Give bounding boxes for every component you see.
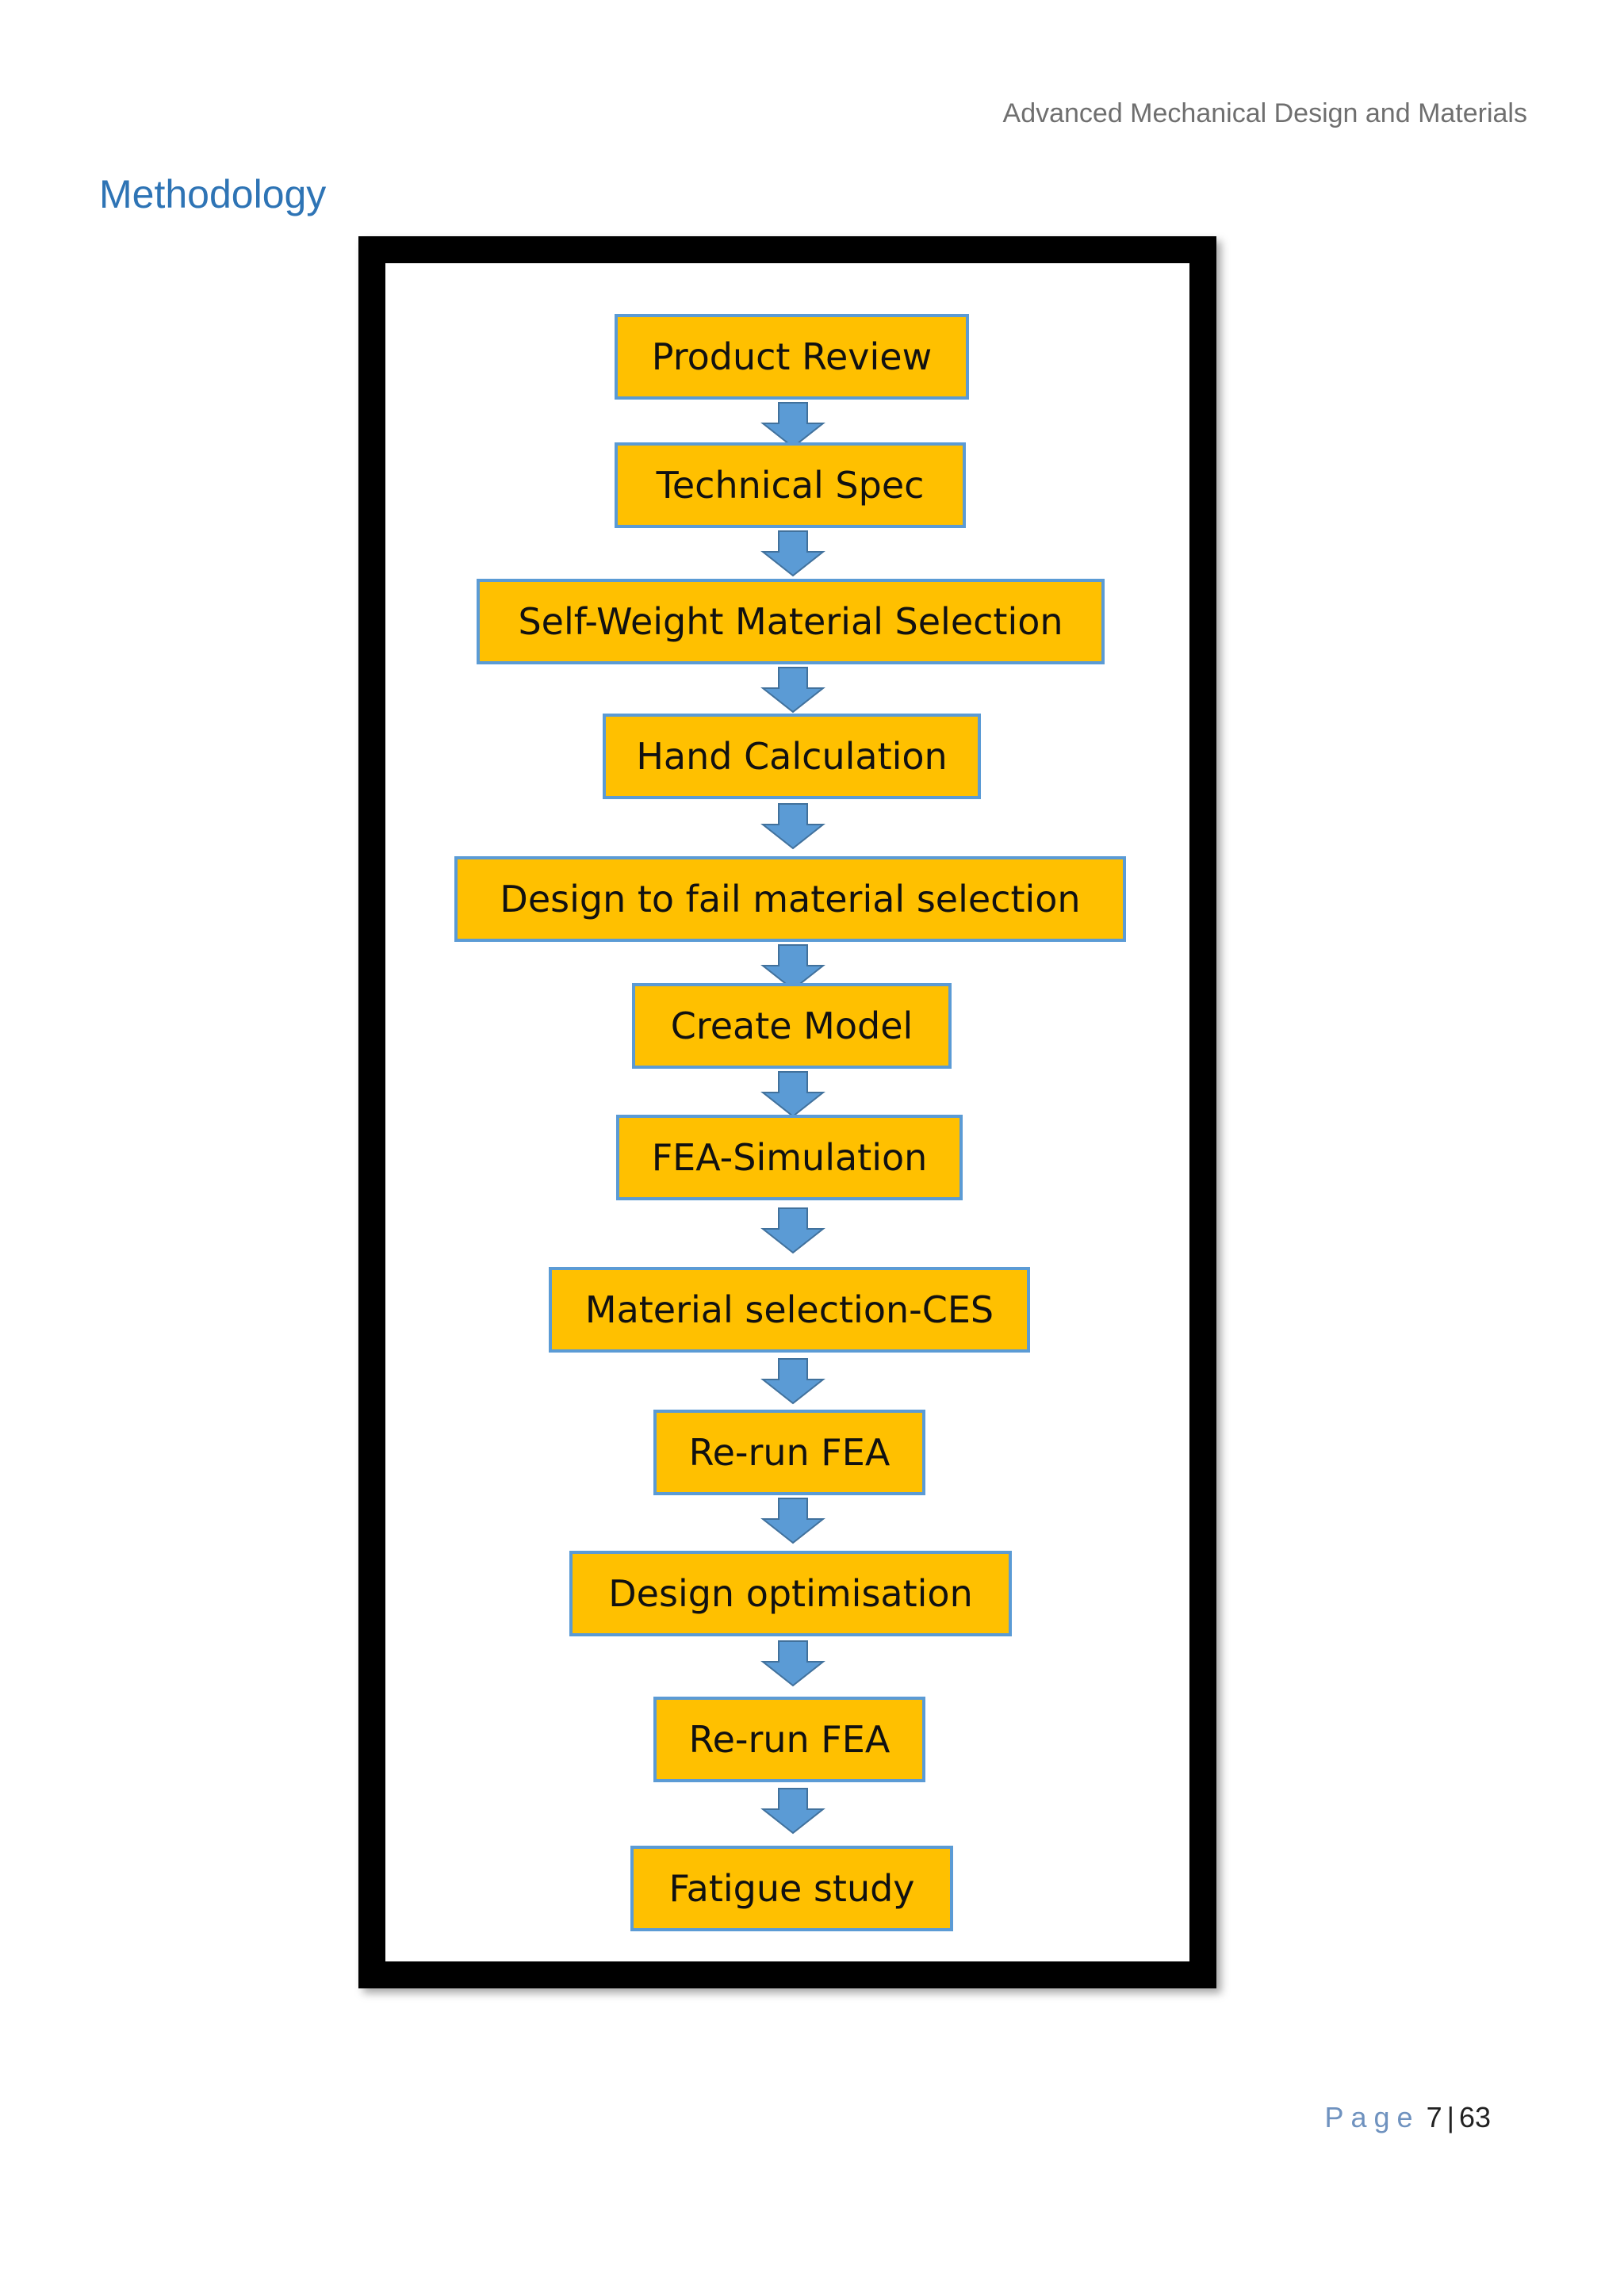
- flow-step-technical-spec: Technical Spec: [615, 442, 966, 528]
- flow-step-fatigue-study: Fatigue study: [630, 1846, 953, 1931]
- flow-step-design-optimisation: Design optimisation: [569, 1551, 1012, 1636]
- down-arrow-icon: [760, 803, 825, 850]
- flow-step-create-model: Create Model: [632, 983, 952, 1069]
- down-arrow-icon: [760, 1358, 825, 1405]
- page-word-label: Page: [1324, 2101, 1420, 2133]
- down-arrow-icon: [760, 1071, 825, 1118]
- flow-step-material-selection-ces: Material selection-CES: [549, 1267, 1030, 1353]
- page-separator: |: [1446, 2101, 1454, 2133]
- down-arrow-icon: [760, 944, 825, 991]
- running-header-title: Advanced Mechanical Design and Materials: [1002, 98, 1527, 128]
- page-number: 7: [1426, 2101, 1442, 2133]
- flow-step-design-to-fail-material-selection: Design to fail material selection: [454, 856, 1126, 942]
- flow-step-re-run-fea-second: Re-run FEA: [653, 1697, 925, 1782]
- flow-step-product-review: Product Review: [615, 314, 969, 400]
- down-arrow-icon: [760, 667, 825, 714]
- flow-step-re-run-fea: Re-run FEA: [653, 1410, 925, 1495]
- down-arrow-icon: [760, 1207, 825, 1254]
- flow-step-fea-simulation: FEA-Simulation: [616, 1115, 963, 1200]
- down-arrow-icon: [760, 402, 825, 449]
- down-arrow-icon: [760, 530, 825, 577]
- down-arrow-icon: [760, 1788, 825, 1835]
- down-arrow-icon: [760, 1640, 825, 1687]
- down-arrow-icon: [760, 1498, 825, 1544]
- flow-step-hand-calculation: Hand Calculation: [603, 714, 981, 799]
- flowchart-canvas: Product Review Technical Spec Self-Weigh…: [385, 263, 1189, 1961]
- page-total: 63: [1458, 2101, 1491, 2133]
- flow-step-self-weight-material-selection: Self-Weight Material Selection: [477, 579, 1105, 664]
- section-heading: Methodology: [99, 172, 327, 216]
- flowchart-figure-frame: Product Review Technical Spec Self-Weigh…: [358, 236, 1216, 1988]
